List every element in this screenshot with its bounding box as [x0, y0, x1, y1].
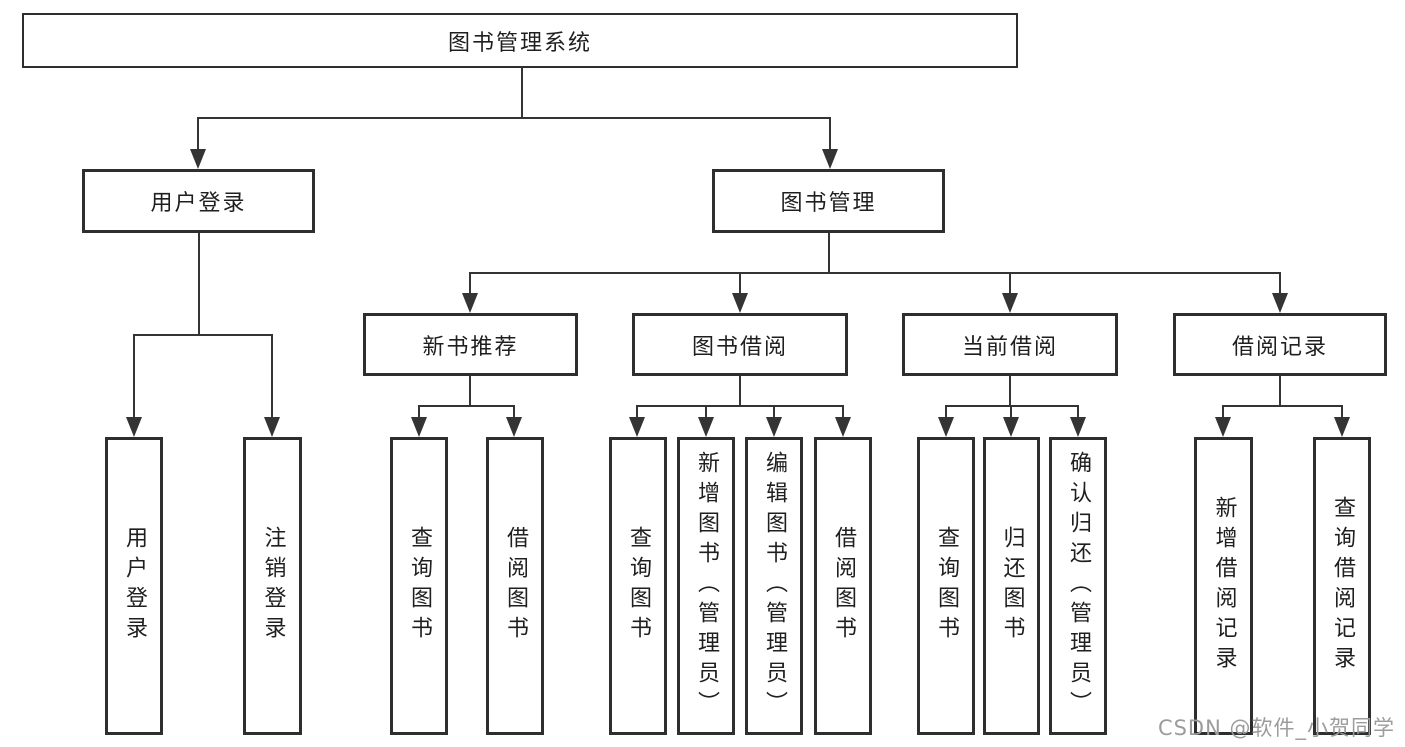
leaf-add-books-admin-label: 新增图书（管理员）	[694, 451, 719, 721]
connector-line	[198, 233, 200, 336]
leaf-query-books-2-label: 查询图书	[626, 526, 651, 646]
connector-line	[773, 405, 775, 420]
leaf-borrow-books-1: 借阅图书	[486, 437, 544, 735]
connector-line	[1009, 376, 1011, 407]
leaf-query-books-2: 查询图书	[609, 437, 667, 735]
node-new-book-recommend: 新书推荐	[363, 313, 578, 376]
connector-line	[1279, 376, 1281, 407]
leaf-query-borrow-record-label: 查询借阅记录	[1330, 496, 1355, 676]
arrow-down-icon	[938, 417, 954, 437]
leaf-confirm-return-admin: 确认归还（管理员）	[1049, 437, 1107, 735]
connector-line	[271, 334, 273, 420]
arrow-down-icon	[1334, 417, 1350, 437]
connector-line	[469, 272, 471, 296]
leaf-query-books-3-label: 查询图书	[934, 526, 959, 646]
node-book-management: 图书管理	[712, 169, 945, 233]
node-borrow-records: 借阅记录	[1173, 313, 1387, 376]
arrow-down-icon	[190, 149, 206, 169]
arrow-down-icon	[264, 417, 280, 437]
node-book-borrow-label: 图书借阅	[691, 334, 788, 360]
node-current-borrow-label: 当前借阅	[961, 334, 1058, 360]
arrow-down-icon	[462, 293, 478, 313]
arrow-down-icon	[411, 417, 427, 437]
connector-line	[829, 117, 831, 152]
leaf-borrow-books-1-label: 借阅图书	[503, 526, 528, 646]
node-root-system: 图书管理系统	[22, 13, 1018, 68]
connector-line	[1279, 272, 1281, 296]
connector-line	[133, 334, 273, 336]
leaf-add-borrow-record-label: 新增借阅记录	[1211, 496, 1237, 676]
connector-line	[469, 272, 1281, 274]
leaf-query-books-3: 查询图书	[917, 437, 975, 735]
connector-line	[636, 405, 843, 407]
connector-line	[842, 405, 844, 420]
connector-line	[828, 233, 830, 274]
leaf-logout: 注销登录	[243, 437, 302, 735]
leaf-return-books-label: 归还图书	[999, 526, 1025, 646]
leaf-return-books: 归还图书	[983, 437, 1040, 735]
connector-line	[133, 334, 135, 420]
connector-line	[636, 405, 638, 420]
node-current-borrow: 当前借阅	[902, 313, 1118, 376]
connector-line	[1010, 405, 1012, 420]
connector-line	[521, 66, 523, 118]
leaf-borrow-books-2: 借阅图书	[814, 437, 872, 735]
arrow-down-icon	[1070, 417, 1086, 437]
connector-line	[469, 376, 471, 407]
node-borrow-records-label: 借阅记录	[1231, 334, 1328, 360]
connector-line	[1222, 405, 1342, 407]
watermark: CSDN @软件_小贺同学	[1157, 716, 1395, 740]
leaf-query-books-1-label: 查询图书	[407, 526, 432, 646]
arrow-down-icon	[698, 417, 714, 437]
leaf-logout-label: 注销登录	[260, 526, 286, 646]
connector-line	[513, 405, 515, 420]
node-new-book-recommend-label: 新书推荐	[422, 334, 519, 360]
arrow-down-icon	[732, 293, 748, 313]
connector-line	[197, 117, 831, 119]
connector-line	[418, 405, 420, 420]
leaf-edit-books-admin: 编辑图书（管理员）	[745, 437, 803, 735]
arrow-down-icon	[822, 149, 838, 169]
connector-line	[418, 405, 515, 407]
connector-line	[705, 405, 707, 420]
connector-line	[945, 405, 947, 420]
connector-line	[197, 117, 199, 152]
leaf-query-books-1: 查询图书	[390, 437, 448, 735]
arrow-down-icon	[835, 417, 851, 437]
arrow-down-icon	[1272, 293, 1288, 313]
leaf-user-login-label: 用户登录	[122, 526, 147, 646]
leaf-edit-books-admin-label: 编辑图书（管理员）	[762, 451, 787, 721]
arrow-down-icon	[1215, 417, 1231, 437]
connector-line	[1077, 405, 1079, 420]
connector-line	[1341, 405, 1343, 420]
leaf-borrow-books-2-label: 借阅图书	[831, 526, 856, 646]
connector-line	[739, 272, 741, 296]
node-root-label: 图书管理系统	[447, 30, 592, 56]
node-user-login-label: 用户登录	[150, 191, 247, 216]
connector-line	[739, 376, 741, 407]
node-book-borrow: 图书借阅	[632, 313, 848, 376]
arrow-down-icon	[506, 417, 522, 437]
leaf-user-login: 用户登录	[105, 437, 163, 735]
connector-line	[945, 405, 1079, 407]
arrow-down-icon	[1002, 293, 1018, 313]
connector-line	[1222, 405, 1224, 420]
leaf-confirm-return-admin-label: 确认归还（管理员）	[1066, 451, 1091, 721]
arrow-down-icon	[766, 417, 782, 437]
connector-line	[1009, 272, 1011, 296]
arrow-down-icon	[1003, 417, 1019, 437]
node-book-management-label: 图书管理	[780, 191, 877, 216]
leaf-query-borrow-record: 查询借阅记录	[1313, 437, 1371, 735]
arrow-down-icon	[629, 417, 645, 437]
arrow-down-icon	[126, 417, 142, 437]
node-user-login: 用户登录	[82, 169, 315, 233]
leaf-add-books-admin: 新增图书（管理员）	[677, 437, 735, 735]
leaf-add-borrow-record: 新增借阅记录	[1194, 437, 1253, 735]
